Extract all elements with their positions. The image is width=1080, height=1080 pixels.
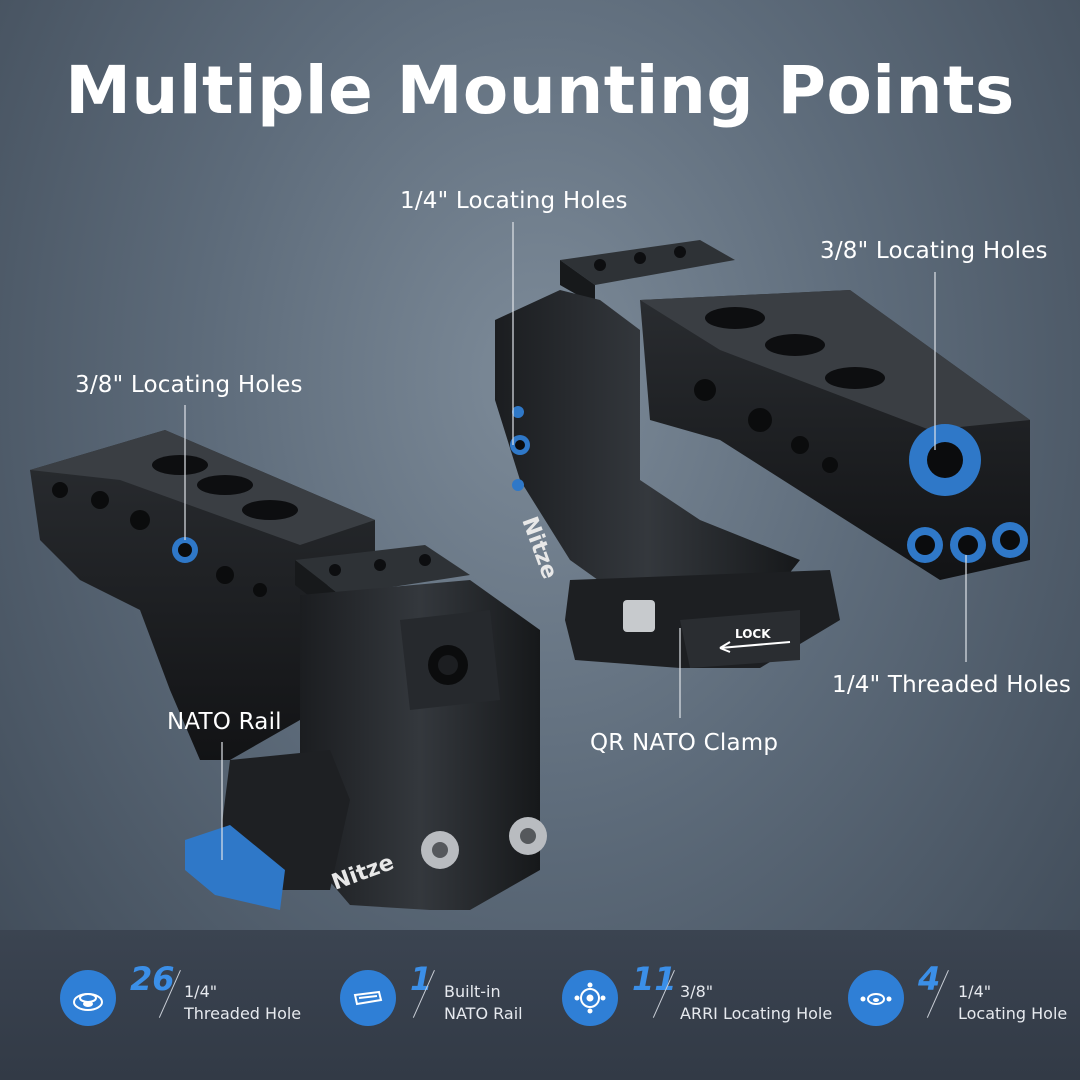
- callout-qr-nato-clamp: QR NATO Clamp: [590, 730, 779, 756]
- arri-locating-hole-icon: [562, 970, 618, 1026]
- stat-label-line2: Threaded Hole: [184, 1004, 302, 1023]
- lock-marking: LOCK: [735, 627, 771, 641]
- callout-center-locating-holes: 1/4" Locating Holes: [400, 188, 628, 214]
- page-title: Multiple Mounting Points: [65, 52, 1015, 129]
- stats-bar: 26 1/4" Threaded Hole 1 Built-in NATO Ra…: [0, 930, 1080, 1080]
- stat-label-line2: Locating Hole: [958, 1004, 1068, 1023]
- stat-label-line1: 1/4": [184, 982, 218, 1001]
- right-handle: LOCK Nitze: [495, 240, 1030, 668]
- threaded-hole-icon: [60, 970, 116, 1026]
- callout-right-locating-holes: 3/8" Locating Holes: [820, 238, 1048, 264]
- locating-hole-icon: [848, 970, 904, 1026]
- stat-label-line1: 1/4": [958, 982, 992, 1001]
- nato-rail-icon: [340, 970, 396, 1026]
- callout-nato-rail: NATO Rail: [167, 709, 282, 735]
- callout-leaders: [184, 222, 967, 860]
- stat-label-line1: 3/8": [680, 982, 714, 1001]
- stat-number: 4: [918, 960, 941, 998]
- left-handle: Nitze: [30, 430, 547, 910]
- stat-number: 26: [130, 960, 175, 998]
- callout-threaded-holes: 1/4" Threaded Holes: [832, 672, 1072, 698]
- stat-label-line1: Built-in: [444, 982, 501, 1001]
- callout-left-locating-holes: 3/8" Locating Holes: [75, 372, 303, 398]
- stat-label-line2: ARRI Locating Hole: [680, 1004, 833, 1023]
- stat-label-line2: NATO Rail: [444, 1004, 523, 1023]
